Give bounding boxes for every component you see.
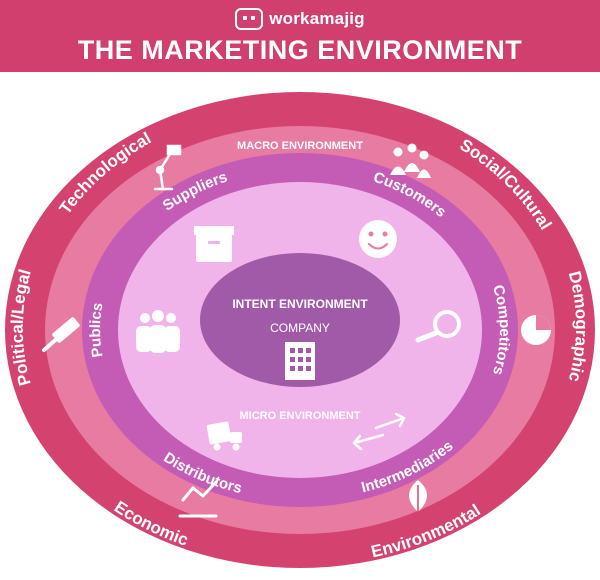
macro-environment-label: MACRO ENVIRONMENT	[237, 140, 363, 152]
box-icon	[194, 226, 234, 262]
intent-environment-label: INTENT ENVIRONMENT	[232, 297, 368, 311]
smiley-icon	[359, 220, 397, 258]
core-ellipse	[200, 253, 400, 387]
actor-publics: Publics	[87, 301, 107, 358]
trend-line-icon	[178, 480, 218, 518]
leaf-icon	[409, 480, 427, 512]
logo: workamajig	[0, 6, 600, 32]
people-icon	[136, 310, 180, 353]
company-label: COMPANY	[270, 321, 330, 335]
gavel-icon	[42, 317, 80, 352]
truck-icon	[206, 421, 242, 451]
building-icon	[285, 342, 315, 380]
robot-arm-icon	[153, 144, 182, 191]
people-group-icon	[390, 143, 431, 178]
exchange-arrows-icon	[352, 412, 406, 451]
workamajig-logo-icon	[235, 8, 264, 30]
page-title: THE MARKETING ENVIRONMENT	[77, 35, 523, 65]
logo-text: workamajig	[269, 9, 365, 28]
pie-chart-icon	[521, 315, 551, 345]
magnifier-icon	[415, 310, 461, 343]
micro-environment-label: MICRO ENVIRONMENT	[240, 410, 361, 422]
header-banner: workamajig THE MARKETING ENVIRONMENT	[0, 0, 600, 72]
